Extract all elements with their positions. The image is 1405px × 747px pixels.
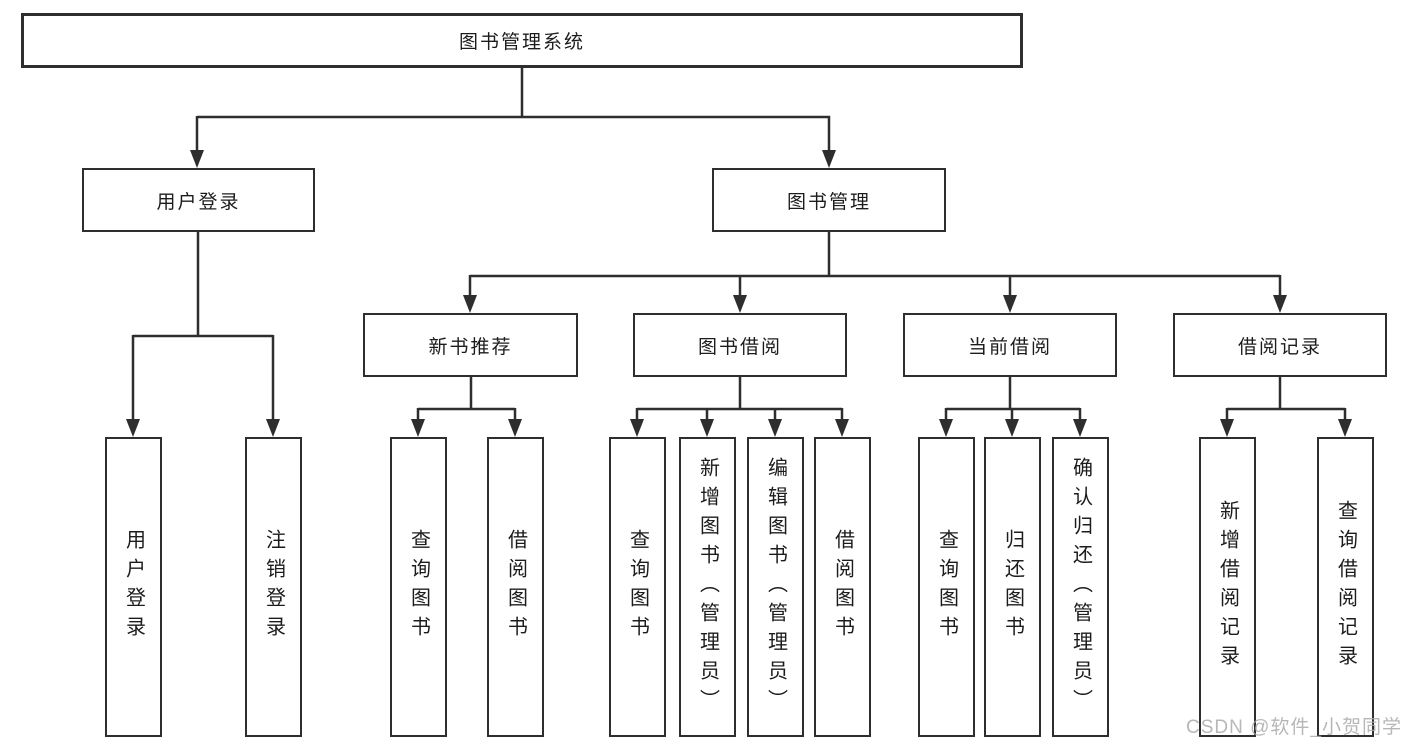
node-book-borrow: 图书借阅: [633, 313, 847, 377]
leaf-confirm-return-admin: 确认归还（管理员）: [1052, 437, 1109, 737]
node-current-borrow-label: 当前借阅: [967, 336, 1052, 358]
node-new-book-recommend-label: 新书推荐: [428, 336, 513, 358]
node-user-login: 用户登录: [82, 168, 315, 232]
leaf-query-books-3-label: 查询图书: [935, 529, 958, 645]
node-borrow-records: 借阅记录: [1173, 313, 1387, 377]
leaf-query-books-1: 查询图书: [390, 437, 447, 737]
leaf-query-books-3: 查询图书: [918, 437, 975, 737]
csdn-watermark: CSDN @软件_小贺同学: [1186, 717, 1402, 738]
leaf-query-borrow-record: 查询借阅记录: [1317, 437, 1374, 737]
leaf-logout: 注销登录: [245, 437, 302, 737]
leaf-query-books-1-label: 查询图书: [407, 529, 430, 645]
node-book-management: 图书管理: [712, 168, 946, 232]
node-current-borrow: 当前借阅: [903, 313, 1117, 377]
leaf-user-login-label: 用户登录: [122, 529, 145, 645]
leaf-query-books-2-label: 查询图书: [626, 529, 649, 645]
leaf-return-books: 归还图书: [984, 437, 1041, 737]
leaf-add-borrow-record: 新增借阅记录: [1199, 437, 1256, 737]
leaf-add-borrow-record-label: 新增借阅记录: [1216, 500, 1239, 674]
leaf-return-books-label: 归还图书: [1001, 529, 1024, 645]
leaf-add-books-admin: 新增图书（管理员）: [679, 437, 736, 737]
node-book-borrow-label: 图书借阅: [697, 336, 782, 358]
leaf-user-login: 用户登录: [105, 437, 162, 737]
leaf-query-books-2: 查询图书: [609, 437, 666, 737]
leaf-borrow-books-1: 借阅图书: [487, 437, 544, 737]
leaf-query-borrow-record-label: 查询借阅记录: [1334, 500, 1357, 674]
node-borrow-records-label: 借阅记录: [1237, 336, 1322, 358]
leaf-borrow-books-2: 借阅图书: [814, 437, 871, 737]
leaf-confirm-return-admin-label: 确认归还（管理员）: [1069, 456, 1092, 718]
leaf-edit-books-admin-label: 编辑图书（管理员）: [764, 456, 787, 718]
leaf-borrow-books-2-label: 借阅图书: [831, 529, 854, 645]
leaf-borrow-books-1-label: 借阅图书: [504, 529, 527, 645]
node-user-login-label: 用户登录: [156, 191, 241, 213]
leaf-add-books-admin-label: 新增图书（管理员）: [696, 456, 719, 718]
node-root: 图书管理系统: [21, 13, 1023, 68]
leaf-edit-books-admin: 编辑图书（管理员）: [747, 437, 804, 737]
leaf-logout-label: 注销登录: [262, 529, 285, 645]
node-root-label: 图书管理系统: [458, 32, 585, 53]
node-book-management-label: 图书管理: [786, 191, 871, 213]
node-new-book-recommend: 新书推荐: [363, 313, 578, 377]
